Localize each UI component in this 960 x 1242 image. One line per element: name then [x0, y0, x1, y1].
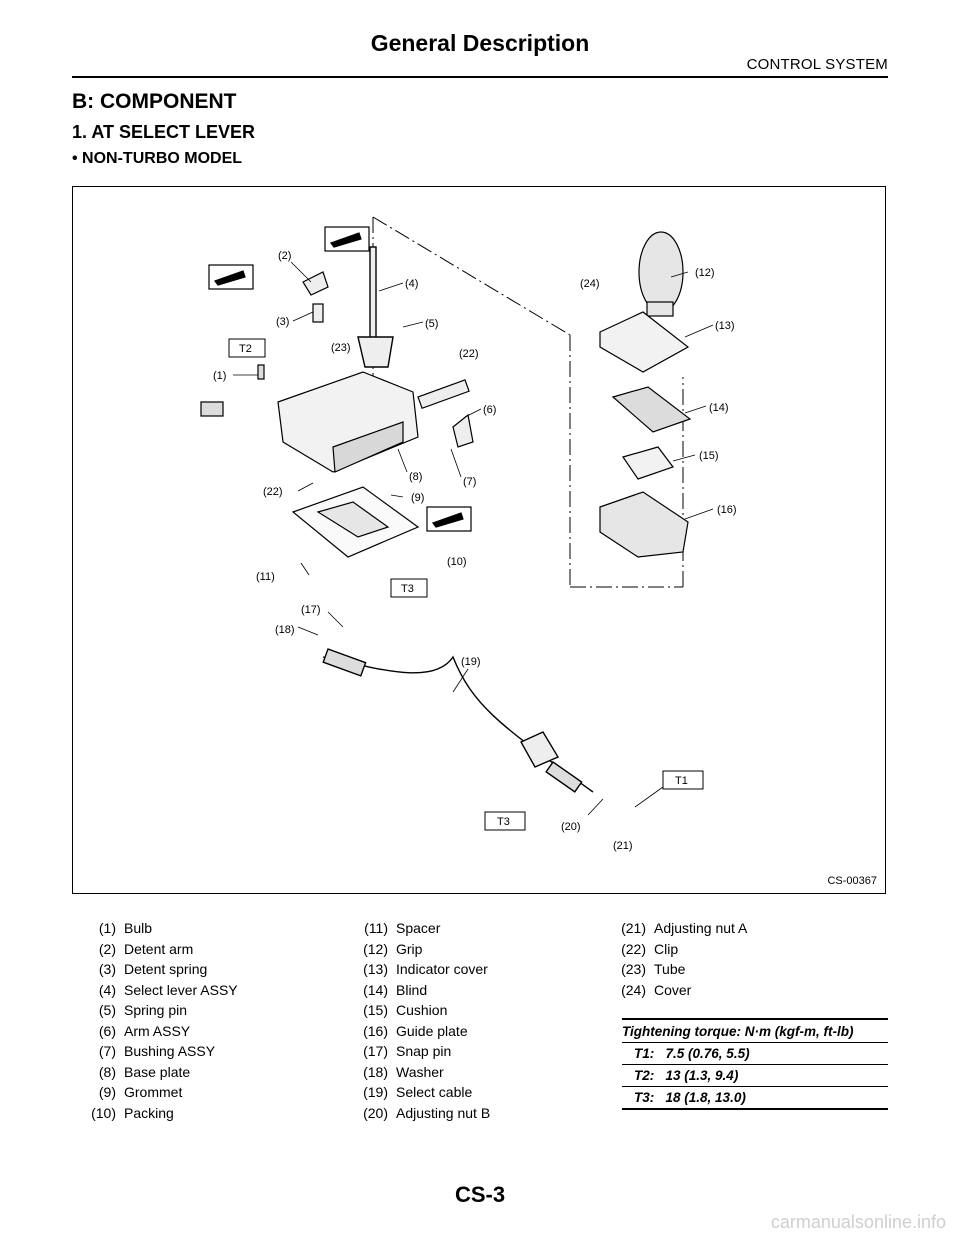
legend-item: (14)Blind [363, 981, 428, 998]
callout-24: (24) [580, 278, 600, 290]
torque-tag-t2: T2 [239, 343, 252, 355]
header-rule [72, 76, 888, 78]
callout-17: (17) [301, 604, 321, 616]
legend-item: (2)Detent arm [98, 940, 194, 957]
legend-item: (10)Packing [91, 1104, 174, 1121]
callout-23: (23) [331, 342, 351, 354]
legend-item: (24)Cover [621, 981, 692, 998]
exploded-diagram: T2 T3 T1 T3 (1) [72, 186, 886, 894]
figure-id: CS-00367 [827, 875, 877, 887]
callout-9: (9) [411, 492, 424, 504]
torque-row: T3: 18 (1.8, 13.0) [622, 1087, 888, 1110]
callout-8: (8) [409, 471, 422, 483]
callout-7: (7) [463, 476, 476, 488]
torque-row: T1: 7.5 (0.76, 5.5) [622, 1043, 888, 1065]
callout-3: (3) [276, 316, 289, 328]
callout-22-upper: (22) [459, 348, 479, 360]
torque-row: T2: 13 (1.3, 9.4) [622, 1065, 888, 1087]
legend-item: (22)Clip [621, 940, 679, 957]
legend-item: (18)Washer [363, 1063, 444, 1080]
page-number: CS-3 [454, 1182, 506, 1207]
heading-at-select-lever: 1. AT SELECT LEVER [72, 122, 256, 142]
page-title: General Description [370, 30, 590, 56]
callout-13: (13) [715, 320, 735, 332]
callout-6: (6) [483, 404, 496, 416]
callout-14: (14) [709, 402, 729, 414]
section-name: CONTROL SYSTEM [746, 56, 888, 73]
legend-item: (6)Arm ASSY [98, 1022, 191, 1039]
torque-tag-t3-lower: T3 [497, 816, 510, 828]
legend-item: (21)Adjusting nut A [621, 920, 748, 936]
torque-heading: Tightening torque: N·m (kgf-m, ft-lb) [622, 1018, 888, 1043]
legend-column-3: (21)Adjusting nut A (22)Clip (23)Tube (2… [602, 918, 747, 1000]
callout-4: (4) [405, 278, 418, 290]
legend-item: (12)Grip [363, 940, 423, 957]
callout-15: (15) [699, 450, 719, 462]
legend-item: (13)Indicator cover [363, 961, 488, 977]
legend-item: (1)Bulb [98, 920, 153, 936]
legend-item: (5)Spring pin [98, 1002, 188, 1018]
watermark: carmanualsonline.info [770, 1212, 946, 1232]
torque-tag-t1: T1 [675, 775, 688, 787]
callout-1: (1) [213, 370, 226, 382]
legend-item: (7)Bushing ASSY [98, 1043, 216, 1059]
legend-item: (19)Select cable [363, 1084, 473, 1100]
callout-12: (12) [695, 267, 715, 279]
callout-21: (21) [613, 840, 633, 852]
callout-20: (20) [561, 821, 581, 833]
legend-item: (20)Adjusting nut B [363, 1104, 491, 1121]
heading-component: B: COMPONENT [72, 90, 237, 113]
legend-column-1: (1)Bulb (2)Detent arm (3)Detent spring (… [72, 918, 238, 1123]
callout-19: (19) [461, 656, 481, 668]
legend-column-2: (11)Spacer (12)Grip (13)Indicator cover … [344, 918, 490, 1123]
legend-item: (23)Tube [621, 961, 686, 977]
legend-item: (15)Cushion [363, 1002, 448, 1018]
callout-22-lower: (22) [263, 486, 283, 498]
torque-tag-t3-upper: T3 [401, 583, 414, 595]
heading-non-turbo-model: • NON-TURBO MODEL [72, 150, 243, 167]
torque-table: Tightening torque: N·m (kgf-m, ft-lb) T1… [622, 1018, 888, 1110]
callout-2: (2) [278, 250, 291, 262]
callout-18: (18) [275, 624, 295, 636]
legend-item: (4)Select lever ASSY [98, 981, 238, 998]
callout-16: (16) [717, 504, 737, 516]
callout-11: (11) [256, 571, 275, 583]
legend-item: (11)Spacer [364, 920, 441, 936]
legend-item: (9)Grommet [98, 1084, 183, 1100]
callout-10: (10) [447, 556, 467, 568]
legend-item: (16)Guide plate [363, 1022, 468, 1039]
legend-item: (3)Detent spring [98, 961, 208, 977]
legend-item: (8)Base plate [98, 1063, 191, 1080]
diagram-drawing: T2 T3 T1 T3 (1) [200, 216, 737, 852]
legend-item: (17)Snap pin [363, 1043, 452, 1059]
callout-5: (5) [425, 318, 438, 330]
